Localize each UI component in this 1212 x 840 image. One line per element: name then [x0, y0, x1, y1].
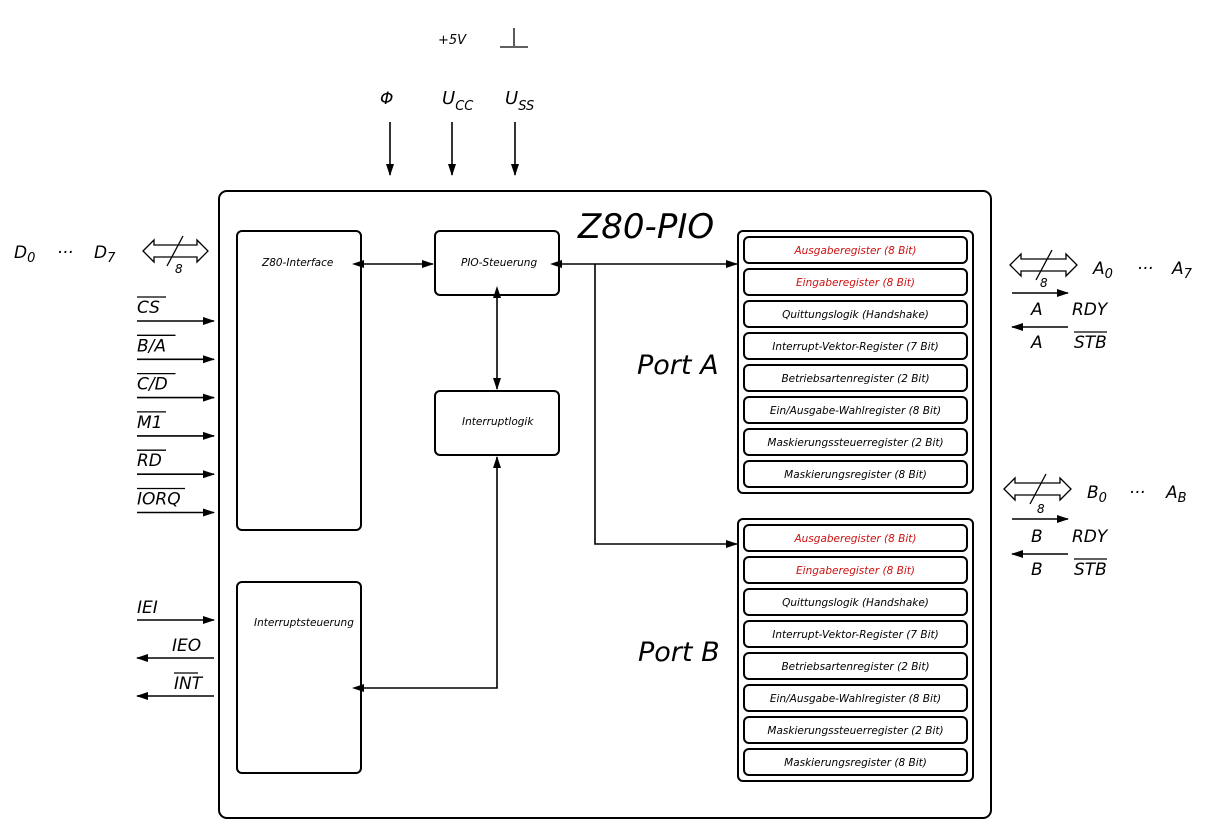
port-b-register-label-7: Maskierungsregister (8 Bit) [784, 757, 927, 769]
interruptlogik-label: Interruptlogik [462, 416, 534, 428]
pio-steuerung-label: PIO-Steuerung [461, 257, 537, 269]
port-a-register-1 [743, 268, 968, 296]
steuerung-to-port-b-bus [594, 264, 738, 548]
ground-symbol-icon [500, 28, 528, 48]
uss-label: USS [505, 88, 534, 114]
a7-label: A7 [1171, 259, 1193, 282]
port-a-register-0 [743, 236, 968, 264]
port-a-register-label-4: Betriebsartenregister (2 Bit) [781, 373, 929, 385]
port-a-bus-ellipsis: ··· [1137, 259, 1153, 279]
pin-label-rd: RD [137, 451, 162, 471]
interruptlogik-to-interruptsteuerung-bus [352, 456, 501, 692]
pin-label-iorq: IORQ [137, 490, 181, 510]
port-b-register-6 [743, 716, 968, 744]
int-label: INT [174, 674, 204, 694]
z80-interface-block [236, 230, 362, 531]
interruptsteuerung-label: Interruptsteuerung [254, 617, 354, 629]
port-b-register-label-4: Betriebsartenregister (2 Bit) [781, 661, 929, 673]
phi-clock-label: Φ [380, 89, 393, 109]
port-b-register-3 [743, 620, 968, 648]
data-bus-ellipsis: ··· [57, 243, 73, 263]
b0-label: B0 [1087, 483, 1107, 506]
port-b-register-label-5: Ein/Ausgabe-Wahlregister (8 Bit) [770, 693, 941, 705]
b-rdy-label: RDY [1072, 527, 1109, 547]
ucc-label: UCC [442, 88, 474, 114]
port-b-register-label-1: Eingaberegister (8 Bit) [796, 565, 915, 577]
d7-label: D7 [94, 243, 116, 266]
iei-label: IEI [137, 598, 158, 618]
ab-label: AB [1165, 483, 1187, 506]
port-b-register-7 [743, 748, 968, 776]
port-a-register-label-2: Quittungslogik (Handshake) [782, 309, 929, 321]
ieo-label: IEO [172, 636, 201, 656]
pin-label-b-a: B/A [137, 336, 166, 356]
interruptlogik-block [434, 390, 560, 456]
b-stb-prefix: B [1031, 560, 1043, 580]
d0-label: D0 [14, 243, 35, 266]
a-rdy-label: RDY [1072, 300, 1109, 320]
a-stb-label: STB [1074, 333, 1107, 353]
port-a-register-label-7: Maskierungsregister (8 Bit) [784, 469, 927, 481]
port-b-register-4 [743, 652, 968, 680]
data-bus-arrow-icon [142, 235, 209, 267]
port-a-register-label-6: Maskierungssteuerregister (2 Bit) [767, 437, 943, 449]
port-b-register-label-3: Interrupt-Vektor-Register (7 Bit) [772, 629, 938, 641]
port-a-register-7 [743, 460, 968, 488]
data-bus-width: 8 [175, 262, 183, 276]
port-a-register-label-1: Eingaberegister (8 Bit) [796, 277, 915, 289]
port-a-bus-width: 8 [1040, 276, 1048, 290]
port-a-label: Port A [637, 350, 719, 381]
port-b-register-label-0: Ausgaberegister (8 Bit) [793, 533, 916, 545]
interruptsteuerung-block [236, 581, 362, 774]
port-b-register-group [737, 518, 974, 782]
port-a-register-4 [743, 364, 968, 392]
port-a-register-label-5: Ein/Ausgabe-Wahlregister (8 Bit) [770, 405, 941, 417]
b-stb-label: STB [1074, 560, 1107, 580]
port-b-register-0 [743, 524, 968, 552]
port-a-register-6 [743, 428, 968, 456]
port-a-register-group [737, 230, 974, 494]
port-b-register-label-6: Maskierungssteuerregister (2 Bit) [767, 725, 943, 737]
port-b-bus-arrow-icon [1003, 473, 1072, 505]
z80-interface-label: Z80-Interface [261, 257, 333, 269]
a-rdy-prefix: A [1030, 300, 1043, 320]
plus5v-label: +5V [438, 33, 467, 48]
port-b-label: Port B [638, 637, 720, 668]
port-b-bus-ellipsis: ··· [1129, 483, 1145, 503]
port-b-register-5 [743, 684, 968, 712]
port-a-register-3 [743, 332, 968, 360]
port-b-register-1 [743, 556, 968, 584]
pin-label-m1: M1 [137, 413, 162, 433]
port-a-register-5 [743, 396, 968, 424]
port-a-bus-arrow-icon [1009, 249, 1078, 281]
port-b-register-label-2: Quittungslogik (Handshake) [782, 597, 929, 609]
port-a-register-label-3: Interrupt-Vektor-Register (7 Bit) [772, 341, 938, 353]
port-a-register-label-0: Ausgaberegister (8 Bit) [793, 245, 916, 257]
port-b-register-2 [743, 588, 968, 616]
a0-label: A0 [1092, 259, 1113, 282]
port-a-register-2 [743, 300, 968, 328]
a-stb-prefix: A [1030, 333, 1043, 353]
pin-label-c-d: C/D [137, 375, 168, 395]
port-b-bus-width: 8 [1037, 502, 1045, 516]
b-rdy-prefix: B [1031, 527, 1043, 547]
pin-label-cs: CS [137, 298, 160, 318]
chip-title: Z80-PIO [577, 207, 714, 247]
